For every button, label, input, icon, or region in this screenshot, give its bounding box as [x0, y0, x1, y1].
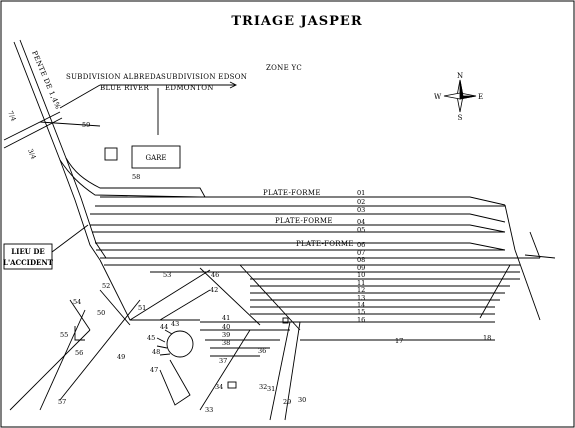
num-30: 30 [298, 396, 306, 404]
num-53: 53 [163, 271, 171, 279]
num-48: 48 [152, 348, 160, 356]
compass-n: N [457, 72, 463, 80]
num-39: 39 [222, 331, 230, 339]
num-57: 57 [58, 398, 66, 406]
platform-2: PLATE-FORME [275, 217, 333, 225]
slope-7-4: 7/4 [6, 110, 17, 123]
num-32: 32 [259, 383, 267, 391]
track-02: 02 [357, 198, 365, 206]
num-56: 56 [75, 349, 83, 357]
num-41: 41 [222, 314, 230, 322]
num-43: 43 [171, 320, 179, 328]
track-10: 10 [357, 271, 365, 279]
slope-3-4: 3/4 [26, 148, 37, 161]
num-58: 58 [132, 173, 140, 181]
track-05: 05 [357, 226, 365, 234]
num-40: 40 [222, 323, 230, 331]
zone-label: ZONE YC [266, 64, 302, 72]
num-33: 33 [205, 406, 213, 414]
track-08: 08 [357, 256, 365, 264]
num-36: 36 [258, 347, 266, 355]
num-47: 47 [150, 366, 158, 374]
track-06: 06 [357, 241, 365, 249]
platform-3: PLATE-FORME [296, 240, 354, 248]
track-09: 09 [357, 264, 365, 272]
track-13: 13 [357, 294, 365, 302]
track-15: 15 [357, 308, 365, 316]
track-16: 16 [357, 316, 365, 324]
compass-w: W [434, 93, 442, 101]
track-01: 01 [357, 189, 365, 197]
sub-albreda: SUBDIVISION ALBREDA [66, 73, 162, 81]
num-42: 42 [210, 286, 218, 294]
sub-edson: SUBDIVISION EDSON [161, 73, 247, 81]
num-44: 44 [160, 323, 168, 331]
diagram-title: TRIAGE JASPER [231, 14, 362, 29]
track-18: 18 [483, 334, 491, 342]
compass-s: S [458, 114, 463, 122]
num-59: 59 [82, 121, 90, 129]
num-34: 34 [215, 383, 223, 391]
other-number-labels: 59 58 52 53 46 42 54 55 56 57 50 51 49 4… [58, 121, 306, 414]
num-38: 38 [222, 339, 230, 347]
num-29: 29 [283, 398, 291, 406]
num-50: 50 [97, 309, 105, 317]
num-54: 54 [73, 298, 81, 306]
track-07: 07 [357, 249, 365, 257]
num-49: 49 [117, 353, 125, 361]
gare-label: GARE [145, 154, 166, 162]
track-number-labels: 01 02 03 04 05 06 07 08 09 10 11 12 13 1… [357, 189, 491, 345]
accident-line-1: LIEU DE [11, 247, 44, 256]
track-14: 14 [357, 301, 365, 309]
num-45: 45 [147, 334, 155, 342]
edmonton: EDMONTON [165, 84, 214, 92]
compass-rose [443, 79, 477, 113]
track-11: 11 [357, 279, 365, 287]
accident-line-2: L'ACCIDENT [3, 258, 54, 267]
num-46: 46 [211, 271, 219, 279]
track-17: 17 [395, 337, 403, 345]
num-31: 31 [267, 385, 275, 393]
num-55: 55 [60, 331, 68, 339]
track-03: 03 [357, 206, 365, 214]
num-52: 52 [102, 282, 110, 290]
compass-e: E [478, 93, 483, 101]
platform-1: PLATE-FORME [263, 189, 321, 197]
pente-label: PENTE DE 1,4% [30, 50, 62, 111]
num-37: 37 [219, 357, 227, 365]
accident-arrow [51, 224, 89, 253]
track-04: 04 [357, 218, 365, 226]
num-51: 51 [138, 304, 146, 312]
blue-river: BLUE RIVER [100, 84, 150, 92]
accident-box [3, 243, 53, 270]
track-12: 12 [357, 286, 365, 294]
